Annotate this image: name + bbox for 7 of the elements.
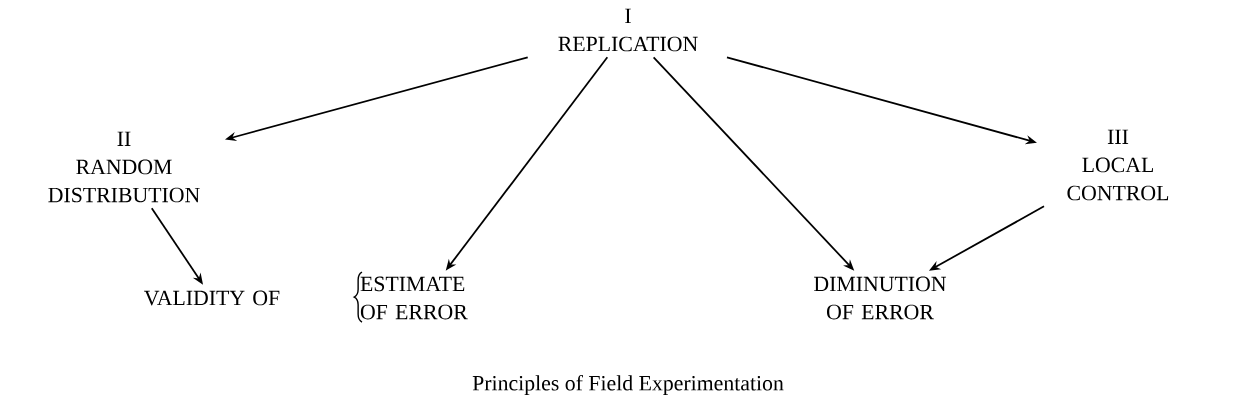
outcome-label: DIMINUTION OF ERROR [814,276,946,320]
caption: Principles of Field Experimentation [472,375,784,395]
outcome-label: ESTIMATE OF ERROR [360,276,468,320]
principle-label: III LOCAL CONTROL [1067,129,1169,201]
principle-label: II RANDOM DISTRIBUTION [48,131,200,203]
outcome-label: VALIDITY OF [144,290,280,306]
principle-label: I REPLICATION [558,8,698,52]
